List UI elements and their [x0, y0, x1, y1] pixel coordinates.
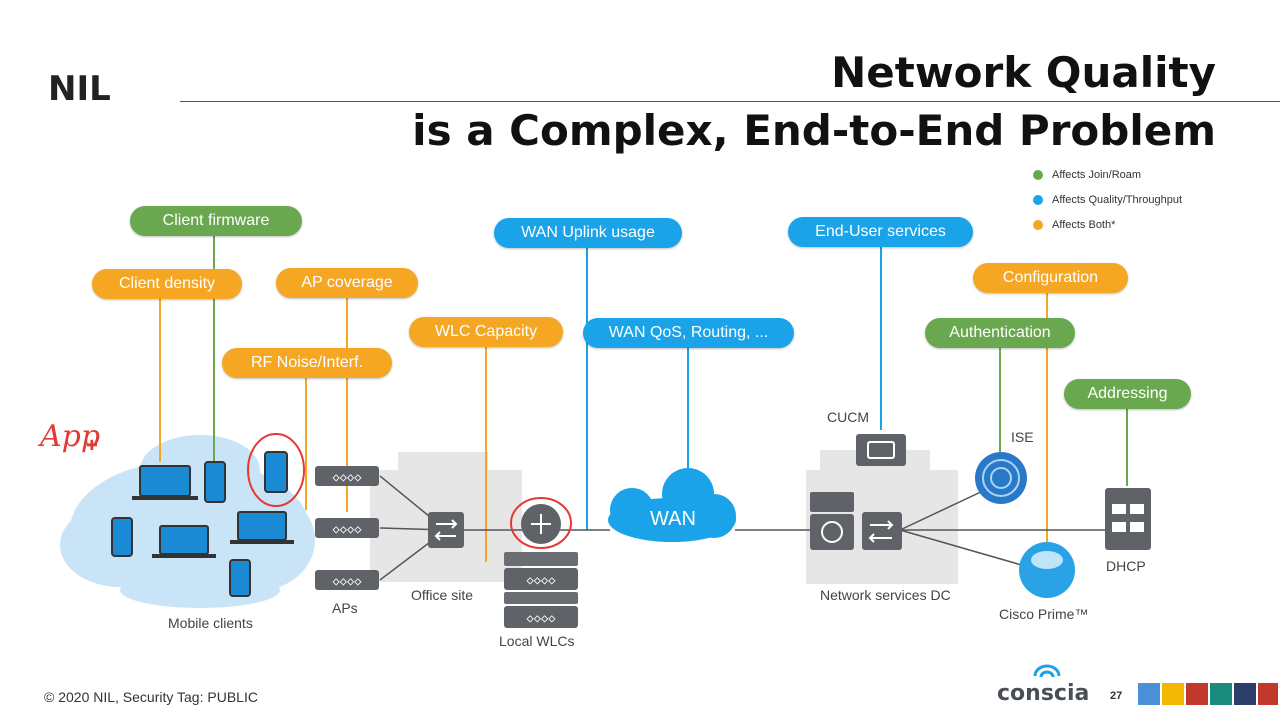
- svg-text:◇◇◇◇: ◇◇◇◇: [527, 573, 557, 587]
- svg-text:◇◇◇◇: ◇◇◇◇: [333, 522, 363, 536]
- laptop-icon: [230, 511, 294, 544]
- wlc-controller-icon: ◇◇◇◇ ◇◇◇◇: [504, 552, 578, 628]
- smartphone-icon: [229, 559, 251, 597]
- header-rule: [180, 101, 1280, 102]
- factor-rf-noise: RF Noise/Interf.: [222, 348, 392, 378]
- factor-wan-qos: WAN QoS, Routing, ...: [583, 318, 794, 348]
- plus-icon: ✚: [86, 437, 98, 453]
- factor-client-firmware: Client firmware: [130, 206, 302, 236]
- factor-end-user-services: End-User services: [788, 217, 973, 247]
- cisco-prime-label: Cisco Prime™: [999, 606, 1089, 622]
- legend-item-join-roam: Affects Join/Roam: [1033, 162, 1182, 187]
- access-point-icon: ◇◇◇◇: [315, 466, 379, 486]
- local-wlcs-label: Local WLCs: [499, 633, 575, 649]
- handwritten-text: App: [37, 419, 100, 454]
- router-icon: [521, 504, 561, 544]
- legend: Affects Join/Roam Affects Quality/Throug…: [1033, 162, 1182, 237]
- page-number: 27: [1110, 690, 1123, 702]
- mobile-clients-label: Mobile clients: [168, 615, 253, 631]
- factor-wlc-capacity: WLC Capacity: [409, 317, 563, 347]
- switch-icon: [428, 512, 464, 548]
- factor-addressing: Addressing: [1064, 379, 1191, 409]
- handwritten-annotation: App ✚: [37, 419, 572, 549]
- factor-configuration: Configuration: [973, 263, 1128, 293]
- conscia-logo-text: conscia: [997, 681, 1089, 706]
- factor-client-density: Client density: [92, 269, 242, 299]
- legend-item-both: Affects Both*: [1033, 212, 1182, 237]
- fingerprint-icon: [975, 452, 1027, 504]
- access-point-icon: ◇◇◇◇: [315, 518, 379, 538]
- smartphone-icon: [111, 517, 133, 557]
- access-point-icon: ◇◇◇◇: [315, 570, 379, 590]
- color-strip-block: [1186, 683, 1208, 705]
- wan-cloud-icon: [608, 468, 736, 542]
- switch-icon: [862, 512, 902, 550]
- svg-text:◇◇◇◇: ◇◇◇◇: [527, 611, 557, 625]
- smartphone-icon: [264, 451, 288, 493]
- svg-text:◇◇◇◇: ◇◇◇◇: [333, 574, 363, 588]
- color-strip-block: [1138, 683, 1160, 705]
- cucm-label: CUCM: [827, 409, 869, 425]
- smartphone-icon: [204, 461, 226, 503]
- dhcp-server-icon: [1105, 488, 1151, 550]
- nil-logo-text: NIL: [48, 72, 111, 102]
- color-strip-block: [1258, 683, 1278, 705]
- page-title: Network Quality: [831, 48, 1216, 97]
- legend-label: Affects Quality/Throughput: [1052, 193, 1183, 206]
- office-site-label: Office site: [411, 587, 473, 603]
- legend-label: Affects Join/Roam: [1052, 168, 1142, 181]
- green-dot-icon: [1033, 169, 1043, 180]
- laptop-icon: [132, 465, 198, 500]
- wan-label: WAN: [650, 508, 696, 530]
- ise-label: ISE: [1011, 429, 1034, 445]
- network-services-dc-label: Network services DC: [820, 587, 951, 603]
- nil-logo: NIL: [48, 72, 111, 102]
- page-subtitle: is a Complex, End-to-End Problem: [412, 106, 1216, 155]
- core-switch-icon: [810, 492, 854, 550]
- footer-copyright: © 2020 NIL, Security Tag: PUBLIC: [44, 689, 258, 705]
- factor-wan-uplink: WAN Uplink usage: [494, 218, 682, 248]
- legend-item-quality-throughput: Affects Quality/Throughput: [1033, 187, 1182, 212]
- color-strip-block: [1162, 683, 1184, 705]
- orange-dot-icon: [1033, 219, 1043, 230]
- aps-label: APs: [332, 600, 358, 616]
- legend-label: Affects Both*: [1052, 218, 1116, 231]
- laptop-icon: [152, 525, 216, 558]
- svg-text:◇◇◇◇: ◇◇◇◇: [333, 470, 363, 484]
- conscia-logo: conscia: [997, 664, 1089, 706]
- blue-dot-icon: [1033, 194, 1043, 205]
- cisco-prime-icon: [1019, 542, 1075, 598]
- color-strip-block: [1210, 683, 1232, 705]
- factor-ap-coverage: AP coverage: [276, 268, 418, 298]
- cucm-server-icon: [856, 434, 906, 466]
- factor-authentication: Authentication: [925, 318, 1075, 348]
- dhcp-label: DHCP: [1106, 558, 1146, 574]
- color-strip-block: [1234, 683, 1256, 705]
